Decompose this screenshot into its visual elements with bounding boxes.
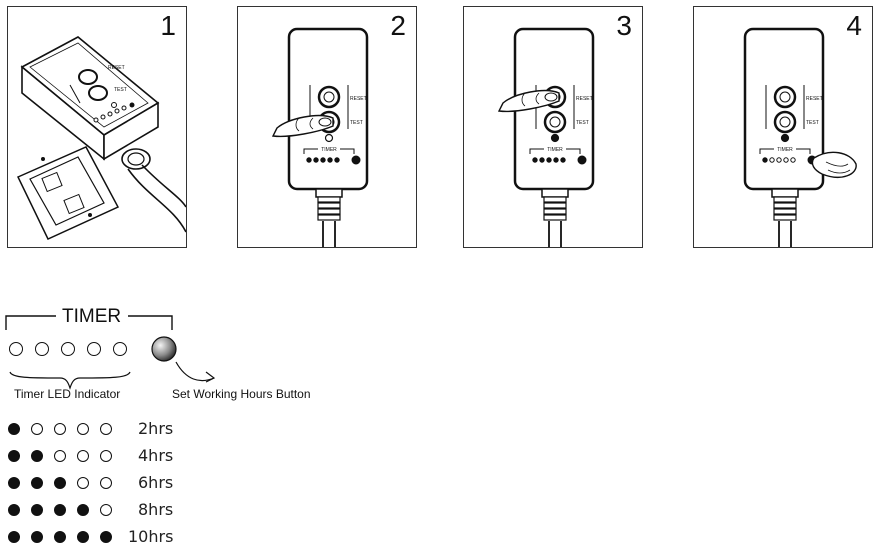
hour-setting-row: 4hrs	[0, 445, 240, 467]
set-working-hours-button-icon	[151, 336, 177, 362]
led-on-icon	[8, 450, 20, 462]
led-on-icon	[8, 423, 20, 435]
led-on-icon	[31, 477, 43, 489]
led-on-icon	[553, 157, 559, 163]
led-on-icon	[762, 157, 768, 163]
hour-setting-row: 8hrs	[0, 499, 240, 521]
led-on-icon	[31, 531, 43, 543]
set-working-hours-button-label: Set Working Hours Button	[172, 387, 311, 401]
led-on-icon	[77, 531, 89, 543]
step-number: 2	[390, 10, 406, 41]
timer-legend-title: TIMER	[62, 306, 122, 327]
hour-setting-label: 10hrs	[128, 527, 174, 546]
reset-label: RESET	[576, 96, 593, 102]
svg-text:TEST: TEST	[114, 87, 127, 93]
led-off-icon	[54, 450, 66, 462]
timer-button-icon	[577, 155, 587, 165]
device-press-test-illustration: RESET TEST TIMER	[271, 27, 369, 247]
led-off-icon	[769, 157, 775, 163]
timer-label: TIMER	[547, 147, 563, 153]
led-off-icon	[31, 423, 43, 435]
led-on-icon	[8, 531, 20, 543]
status-light-icon	[780, 133, 790, 143]
led-on-icon	[320, 157, 326, 163]
timer-led-icon	[61, 342, 75, 356]
status-light-icon	[550, 133, 560, 143]
timer-label: TIMER	[321, 147, 337, 153]
led-off-icon	[100, 423, 112, 435]
hour-setting-label: 8hrs	[138, 500, 174, 519]
led-off-icon	[100, 450, 112, 462]
led-on-icon	[539, 157, 545, 163]
step-4-panel: RESET TEST TIMER 4	[693, 6, 873, 248]
hour-settings-list: 2hrs 4hrs 6hrs 8hrs 10hrs	[0, 418, 240, 552]
led-off-icon	[77, 423, 89, 435]
status-light-icon	[324, 133, 334, 143]
finger-pressing-icon	[811, 151, 857, 178]
led-on-icon	[334, 157, 340, 163]
timer-led-indicator-row	[9, 342, 135, 358]
led-on-icon	[54, 477, 66, 489]
led-off-icon	[783, 157, 789, 163]
led-off-icon	[790, 157, 796, 163]
timer-button-icon	[351, 155, 361, 165]
led-off-icon	[776, 157, 782, 163]
timer-led-indicator-label: Timer LED Indicator	[14, 387, 121, 401]
led-on-icon	[54, 504, 66, 516]
hour-setting-label: 4hrs	[138, 446, 174, 465]
led-on-icon	[560, 157, 566, 163]
test-label: TEST	[350, 120, 363, 126]
led-off-icon	[77, 477, 89, 489]
finger-pressing-icon	[271, 114, 334, 138]
device-press-reset-illustration: RESET TEST TIMER	[497, 27, 595, 247]
step-1-panel: RESET TEST 1	[7, 6, 187, 248]
test-label: TEST	[806, 120, 819, 126]
timer-led-icon	[9, 342, 23, 356]
hour-setting-row: 2hrs	[0, 418, 240, 440]
led-on-icon	[77, 504, 89, 516]
led-on-icon	[532, 157, 538, 163]
device-press-timer-illustration: RESET TEST TIMER	[743, 27, 857, 247]
timer-led-icon	[113, 342, 127, 356]
svg-text:RESET: RESET	[108, 65, 125, 71]
led-on-icon	[54, 531, 66, 543]
step-2-panel: RESET TEST TIMER 2	[237, 6, 417, 248]
step-number: 1	[160, 10, 176, 41]
timer-led-icon	[87, 342, 101, 356]
timer-led-icon	[35, 342, 49, 356]
step-number: 4	[846, 10, 862, 41]
hour-setting-label: 2hrs	[138, 419, 174, 438]
timer-legend: TIMER Timer LED Indicator Set Working Ho…	[0, 296, 320, 406]
led-on-icon	[546, 157, 552, 163]
step-number: 3	[616, 10, 632, 41]
device-housing	[743, 27, 825, 191]
reset-label: RESET	[350, 96, 367, 102]
test-label: TEST	[576, 120, 589, 126]
finger-pressing-icon	[497, 89, 560, 113]
led-on-icon	[313, 157, 319, 163]
step-3-panel: RESET TEST TIMER 3	[463, 6, 643, 248]
led-on-icon	[31, 504, 43, 516]
timer-label: TIMER	[777, 147, 793, 153]
led-off-icon	[54, 423, 66, 435]
timer-bracket	[5, 315, 216, 390]
led-on-icon	[327, 157, 333, 163]
led-off-icon	[100, 504, 112, 516]
reset-label: RESET	[806, 96, 823, 102]
hour-setting-row: 6hrs	[0, 472, 240, 494]
device-plugged-in-illustration: RESET TEST	[16, 36, 186, 240]
hour-setting-label: 6hrs	[138, 473, 174, 492]
led-off-icon	[77, 450, 89, 462]
hour-setting-row: 10hrs	[0, 526, 240, 548]
led-on-icon	[8, 477, 20, 489]
device-housing	[287, 27, 369, 191]
led-on-icon	[100, 531, 112, 543]
led-on-icon	[31, 450, 43, 462]
led-off-icon	[100, 477, 112, 489]
led-on-icon	[8, 504, 20, 516]
led-on-icon	[306, 157, 312, 163]
